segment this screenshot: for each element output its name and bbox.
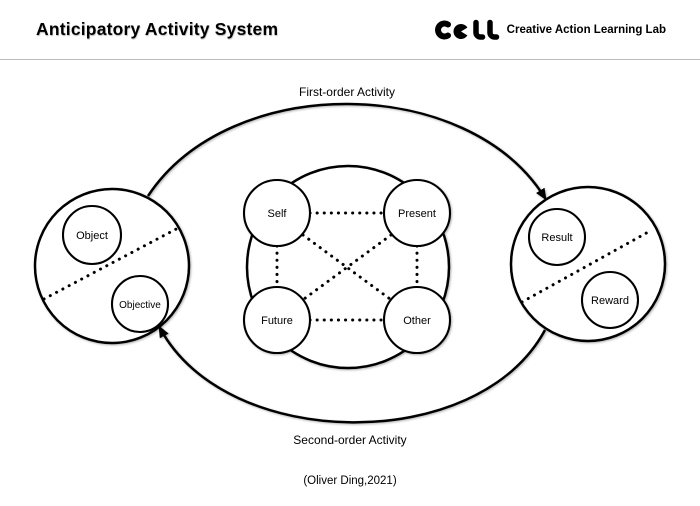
objective-circle [110, 274, 170, 334]
present-circle [382, 178, 452, 248]
logo-letter-l2 [486, 19, 499, 40]
left-outer-circle [33, 187, 191, 345]
right-dotted-line [520, 229, 652, 304]
future-label: Future [261, 315, 293, 327]
other-label: Other [403, 315, 431, 327]
first-order-arrow [146, 102, 547, 201]
left-system-circle: Object Objective [33, 187, 191, 345]
first-order-label: First-order Activity [299, 85, 395, 99]
present-label: Present [398, 208, 436, 220]
call-logo: Creative Action Learning Lab [434, 18, 666, 42]
logo-letter-a [453, 23, 468, 39]
left-dotted-line [42, 225, 182, 301]
reward-circle [580, 270, 640, 330]
logo-letter-l1 [472, 19, 485, 40]
objective-label: Objective [119, 300, 161, 311]
result-label: Result [541, 232, 572, 244]
call-logo-text: Creative Action Learning Lab [506, 23, 666, 36]
attribution: (Oliver Ding,2021) [303, 475, 396, 487]
future-circle [242, 285, 312, 355]
reward-label: Reward [591, 295, 629, 307]
second-order-arrow [158, 325, 547, 424]
page-title: Anticipatory Activity System [36, 19, 279, 39]
second-order-arrow-path [158, 325, 547, 424]
second-order-label: Second-order Activity [293, 433, 406, 447]
result-circle [527, 207, 587, 267]
object-circle [61, 204, 123, 266]
right-system-circle: Result Reward [509, 185, 667, 343]
center-system-circle: Self Present Future Other [242, 164, 452, 370]
self-circle [242, 178, 312, 248]
object-label: Object [76, 230, 108, 242]
other-circle [382, 285, 452, 355]
header-bar: Anticipatory Activity System Creative Ac… [0, 0, 700, 60]
logo-letter-c [434, 20, 451, 39]
self-label: Self [268, 208, 288, 220]
first-order-arrow-path [146, 102, 547, 201]
call-logo-icon [434, 19, 499, 40]
